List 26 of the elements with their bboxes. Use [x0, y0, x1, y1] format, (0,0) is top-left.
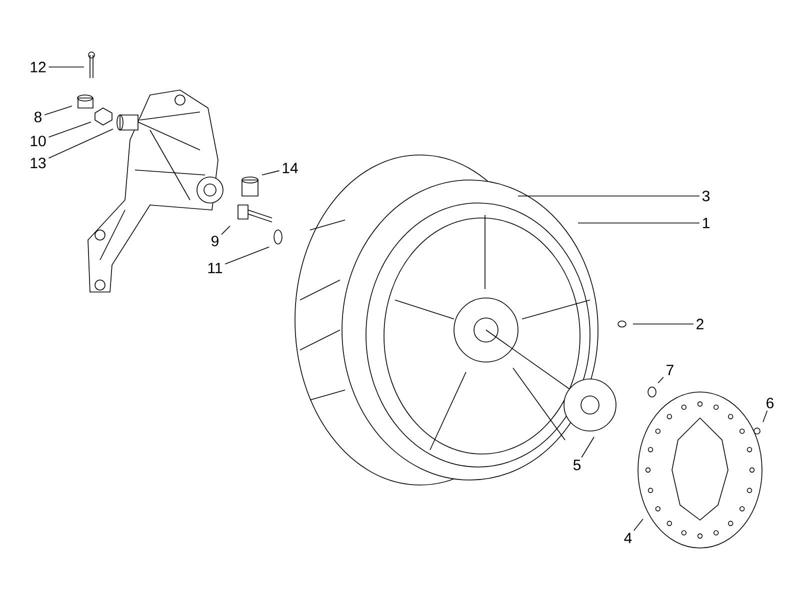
- leader-line: [578, 222, 700, 224]
- callout-number: 6: [766, 398, 774, 408]
- leader-line: [262, 170, 280, 176]
- callout-number: 12: [30, 62, 46, 72]
- leader-line: [658, 376, 664, 384]
- callout-number: 10: [30, 136, 46, 146]
- leader-line: [634, 518, 644, 531]
- callout-number: 11: [208, 262, 222, 274]
- callout-number: 2: [696, 318, 704, 330]
- callout-number: 9: [212, 236, 218, 246]
- callout-number: 7: [666, 364, 674, 376]
- callout-number: 3: [702, 190, 710, 202]
- callout-number: 5: [573, 460, 581, 470]
- leader-line: [224, 246, 270, 264]
- leader-line: [48, 122, 92, 138]
- leader-line: [221, 226, 230, 235]
- callout-number: 13: [30, 158, 46, 168]
- callout-number: 14: [282, 162, 298, 174]
- callout-number: 1: [702, 218, 710, 228]
- leader-line: [48, 128, 114, 159]
- leader-line: [44, 106, 72, 116]
- callout-number: 4: [624, 532, 632, 544]
- leader-line: [581, 436, 594, 458]
- leader-line: [762, 410, 768, 422]
- callout-number: 8: [34, 112, 42, 122]
- leader-line: [48, 66, 84, 68]
